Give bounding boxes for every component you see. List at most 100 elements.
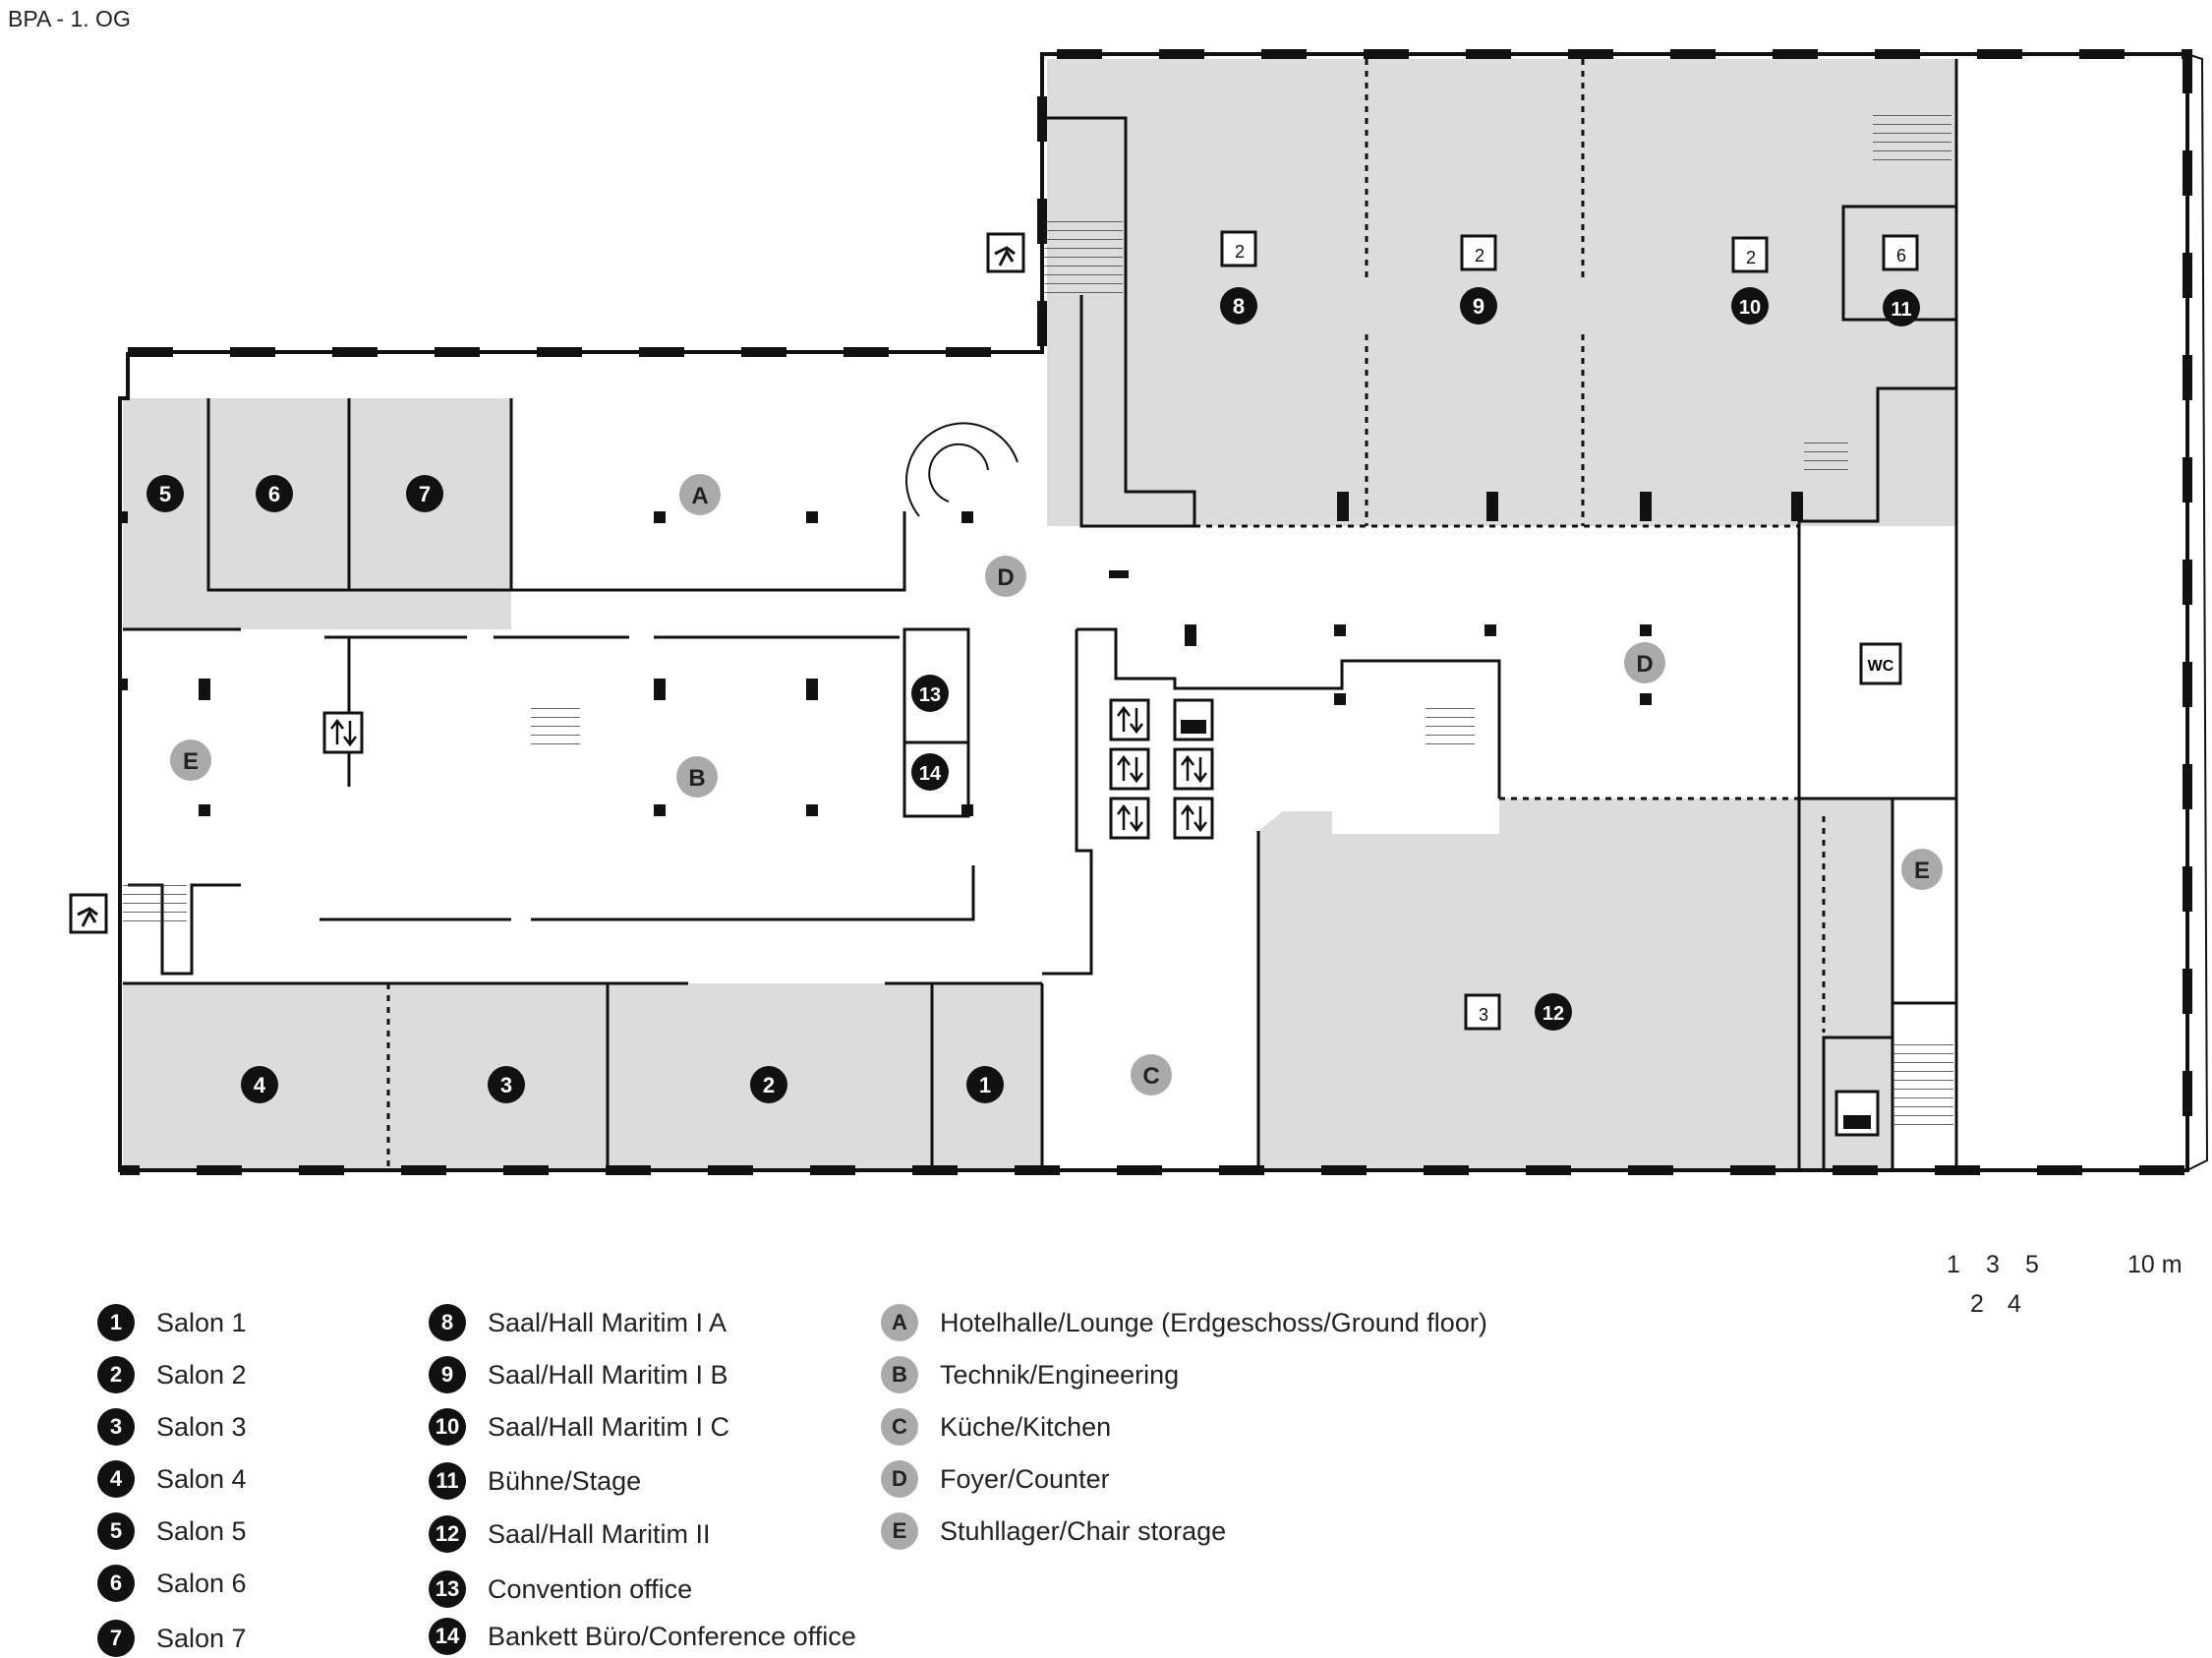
svg-text:2: 2 <box>763 1073 775 1097</box>
legend-label: Convention office <box>488 1573 693 1604</box>
legend-label: Stuhllager/Chair storage <box>940 1515 1227 1546</box>
legend-label: Saal/Hall Maritim I A <box>488 1307 728 1337</box>
svg-text:4: 4 <box>254 1073 266 1097</box>
legend-badge: C <box>881 1408 918 1446</box>
capacity-sub: 2 <box>1475 246 1484 266</box>
grilles <box>531 443 1848 751</box>
badge-area-c: C <box>1131 1054 1172 1095</box>
badge-area-a: A <box>679 474 721 515</box>
salon-5-7-area <box>123 398 511 629</box>
badge-room-4: 4 <box>241 1066 278 1103</box>
elevator-icon <box>1109 797 1150 840</box>
legend-label: Saal/Hall Maritim I C <box>488 1411 730 1442</box>
hall-maritim-2-area <box>1258 799 1892 1170</box>
legend-item: E Stuhllager/Chair storage <box>881 1511 1226 1551</box>
elevator-arrows <box>330 705 1207 833</box>
legend-item: 9 Saal/Hall Maritim I B <box>429 1355 728 1394</box>
badge-room-5: 5 <box>146 475 184 512</box>
badge-room-1: 1 <box>966 1066 1004 1103</box>
legend-label: Technik/Engineering <box>940 1359 1180 1390</box>
legend-badge: 14 <box>429 1618 466 1655</box>
legend-label: Salon 6 <box>156 1568 247 1598</box>
stairs <box>123 108 1953 1131</box>
legend-badge: 1 <box>97 1304 135 1341</box>
elevator-icon <box>1109 698 1150 741</box>
svg-text:D: D <box>1636 651 1653 678</box>
legend-label: Salon 5 <box>156 1515 247 1546</box>
capacity-sub: 3 <box>1479 1005 1488 1025</box>
badge-room-13: 13 <box>911 675 949 712</box>
scale-label: 2 <box>1970 1290 1984 1318</box>
legend-badge: 10 <box>429 1408 466 1446</box>
legend-badge: 6 <box>97 1565 135 1602</box>
plan-title: BPA - 1. OG <box>8 6 131 31</box>
badge-room-3: 3 <box>488 1066 525 1103</box>
legend-item: 14 Bankett Büro/Conference office <box>429 1617 856 1656</box>
elevator-icon <box>1173 797 1214 840</box>
legend-label: Salon 1 <box>156 1307 247 1337</box>
capacity-sub: 2 <box>1746 248 1756 267</box>
legend-item: 13 Convention office <box>429 1569 692 1609</box>
legend-badge: 11 <box>429 1462 466 1500</box>
scale-label: 4 <box>2008 1290 2021 1318</box>
badge-room-11: 11 <box>1883 289 1920 326</box>
svg-text:3: 3 <box>500 1073 512 1097</box>
floor-plan: WC 2 2 2 6 3 1 2 3 4 5 6 7 8 9 10 11 12 … <box>69 49 2209 1175</box>
legend-badge: 9 <box>429 1356 466 1393</box>
svg-text:8: 8 <box>1233 294 1245 319</box>
badge-area-b: B <box>676 756 718 798</box>
legend-label: Salon 2 <box>156 1359 247 1390</box>
legend-badge: 7 <box>97 1620 135 1657</box>
legend-label: Bankett Büro/Conference office <box>488 1621 856 1651</box>
badge-area-d: D <box>985 556 1026 597</box>
legend-item: 6 Salon 6 <box>97 1564 247 1603</box>
hook-icon <box>1220 230 1257 267</box>
legend-label: Saal/Hall Maritim I B <box>488 1359 728 1390</box>
legend-item: 5 Salon 5 <box>97 1511 247 1551</box>
badge-room-9: 9 <box>1460 287 1497 325</box>
legend-item: D Foyer/Counter <box>881 1459 1110 1499</box>
legend-label: Küche/Kitchen <box>940 1411 1112 1442</box>
badge-room-14: 14 <box>911 753 949 791</box>
legend-item: 10 Saal/Hall Maritim I C <box>429 1407 729 1447</box>
svg-text:A: A <box>691 483 708 509</box>
badge-room-8: 8 <box>1220 287 1257 325</box>
legend-label: Bühne/Stage <box>488 1465 642 1496</box>
legend-label: Foyer/Counter <box>940 1463 1110 1494</box>
legend-label: Salon 7 <box>156 1623 247 1653</box>
legend-badge: 4 <box>97 1460 135 1498</box>
legend-badge: D <box>881 1460 918 1498</box>
svg-text:E: E <box>183 748 199 775</box>
legend-label: Salon 4 <box>156 1463 247 1494</box>
legend-badge: E <box>881 1512 918 1550</box>
svg-text:9: 9 <box>1473 294 1484 319</box>
capacity-sub: 2 <box>1235 242 1245 262</box>
legend-item: 11 Bühne/Stage <box>429 1461 641 1501</box>
svg-text:E: E <box>1914 858 1930 884</box>
elevator-icon <box>1109 747 1150 791</box>
scale-label: 10 m <box>2127 1251 2183 1278</box>
hook-icon <box>1882 234 1919 271</box>
legend-badge: 3 <box>97 1408 135 1446</box>
wc-icon <box>1859 642 1902 685</box>
svg-text:D: D <box>997 564 1014 591</box>
badge-room-6: 6 <box>256 475 293 512</box>
legend-label: Hotelhalle/Lounge (Erdgeschoss/Ground fl… <box>940 1307 1487 1337</box>
badge-area-d: D <box>1624 642 1665 683</box>
badge-area-e: E <box>170 740 211 781</box>
svg-text:14: 14 <box>919 763 942 785</box>
elevator-icon <box>322 711 364 754</box>
elevator-icon <box>1173 747 1214 791</box>
legend-item: C Küche/Kitchen <box>881 1407 1111 1447</box>
hook-icon <box>1731 236 1769 273</box>
legend-badge: 5 <box>97 1512 135 1550</box>
legend-item: 4 Salon 4 <box>97 1459 247 1499</box>
legend-badge: 13 <box>429 1570 466 1608</box>
badge-room-7: 7 <box>406 475 443 512</box>
hook-icon <box>1464 993 1501 1031</box>
